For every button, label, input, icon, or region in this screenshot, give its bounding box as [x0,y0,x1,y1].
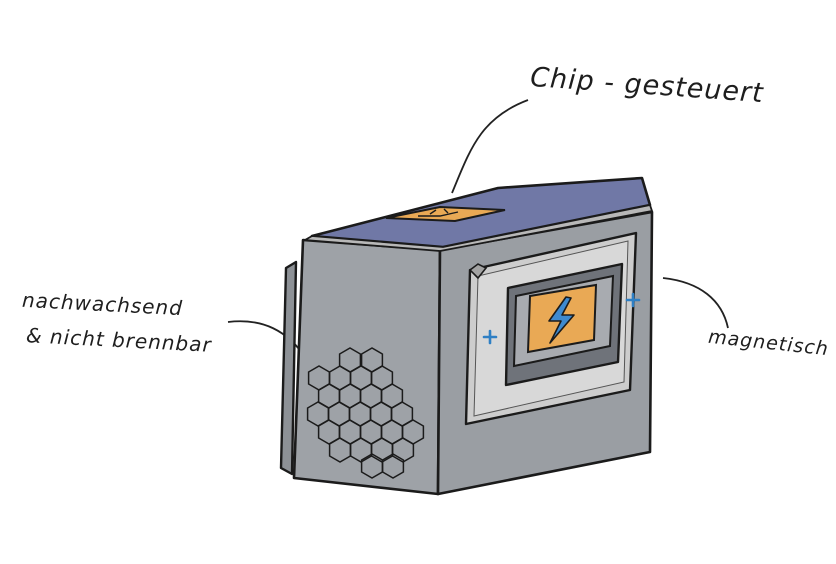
leader-line-magnetic [662,277,729,329]
lightning-bolt-icon [526,283,598,354]
plus-icon [482,329,498,345]
battery-top-rim [304,204,653,252]
battery-side-strip [279,260,298,476]
leader-line-chip [451,99,529,194]
honeycomb-cell [381,453,405,479]
honeycomb-pattern [306,347,425,479]
circuit-chip-icon [385,205,506,223]
battery-front-tab [468,263,488,280]
plus-icon [625,292,641,308]
